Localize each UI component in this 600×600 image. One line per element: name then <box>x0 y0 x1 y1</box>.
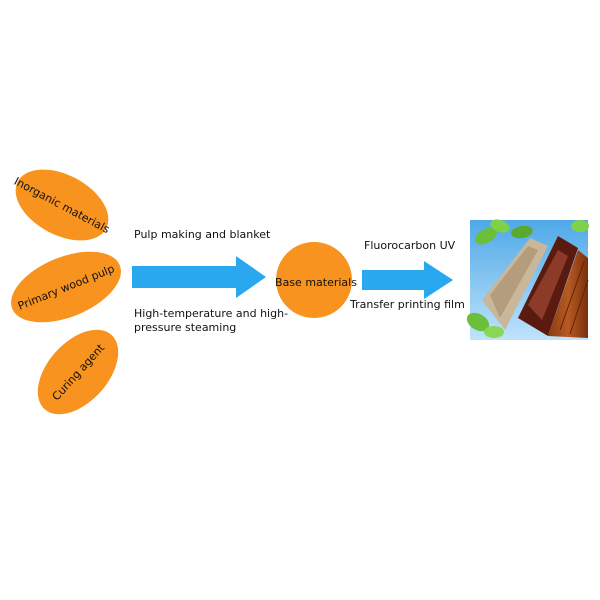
process-arrow-1 <box>132 256 266 298</box>
process-2-label-bottom: Transfer printing film <box>350 298 465 311</box>
product-panels-image <box>466 219 589 340</box>
base-materials-label: Base materials <box>275 276 357 289</box>
input-ellipse-wood-pulp: Primary wood pulp <box>11 251 121 323</box>
process-1-label-bottom: High-temperature and high-pressure steam… <box>134 307 289 334</box>
input-ellipse-inorganic: Inorganic materials <box>12 169 112 241</box>
process-2-label-top: Fluorocarbon UV <box>364 239 456 252</box>
input-ellipse-curing-agent: Curing agent <box>37 329 119 415</box>
process-1-label-top: Pulp making and blanket <box>134 228 271 241</box>
base-materials-circle: Base materials <box>275 242 357 318</box>
process-arrow-2 <box>362 261 453 299</box>
